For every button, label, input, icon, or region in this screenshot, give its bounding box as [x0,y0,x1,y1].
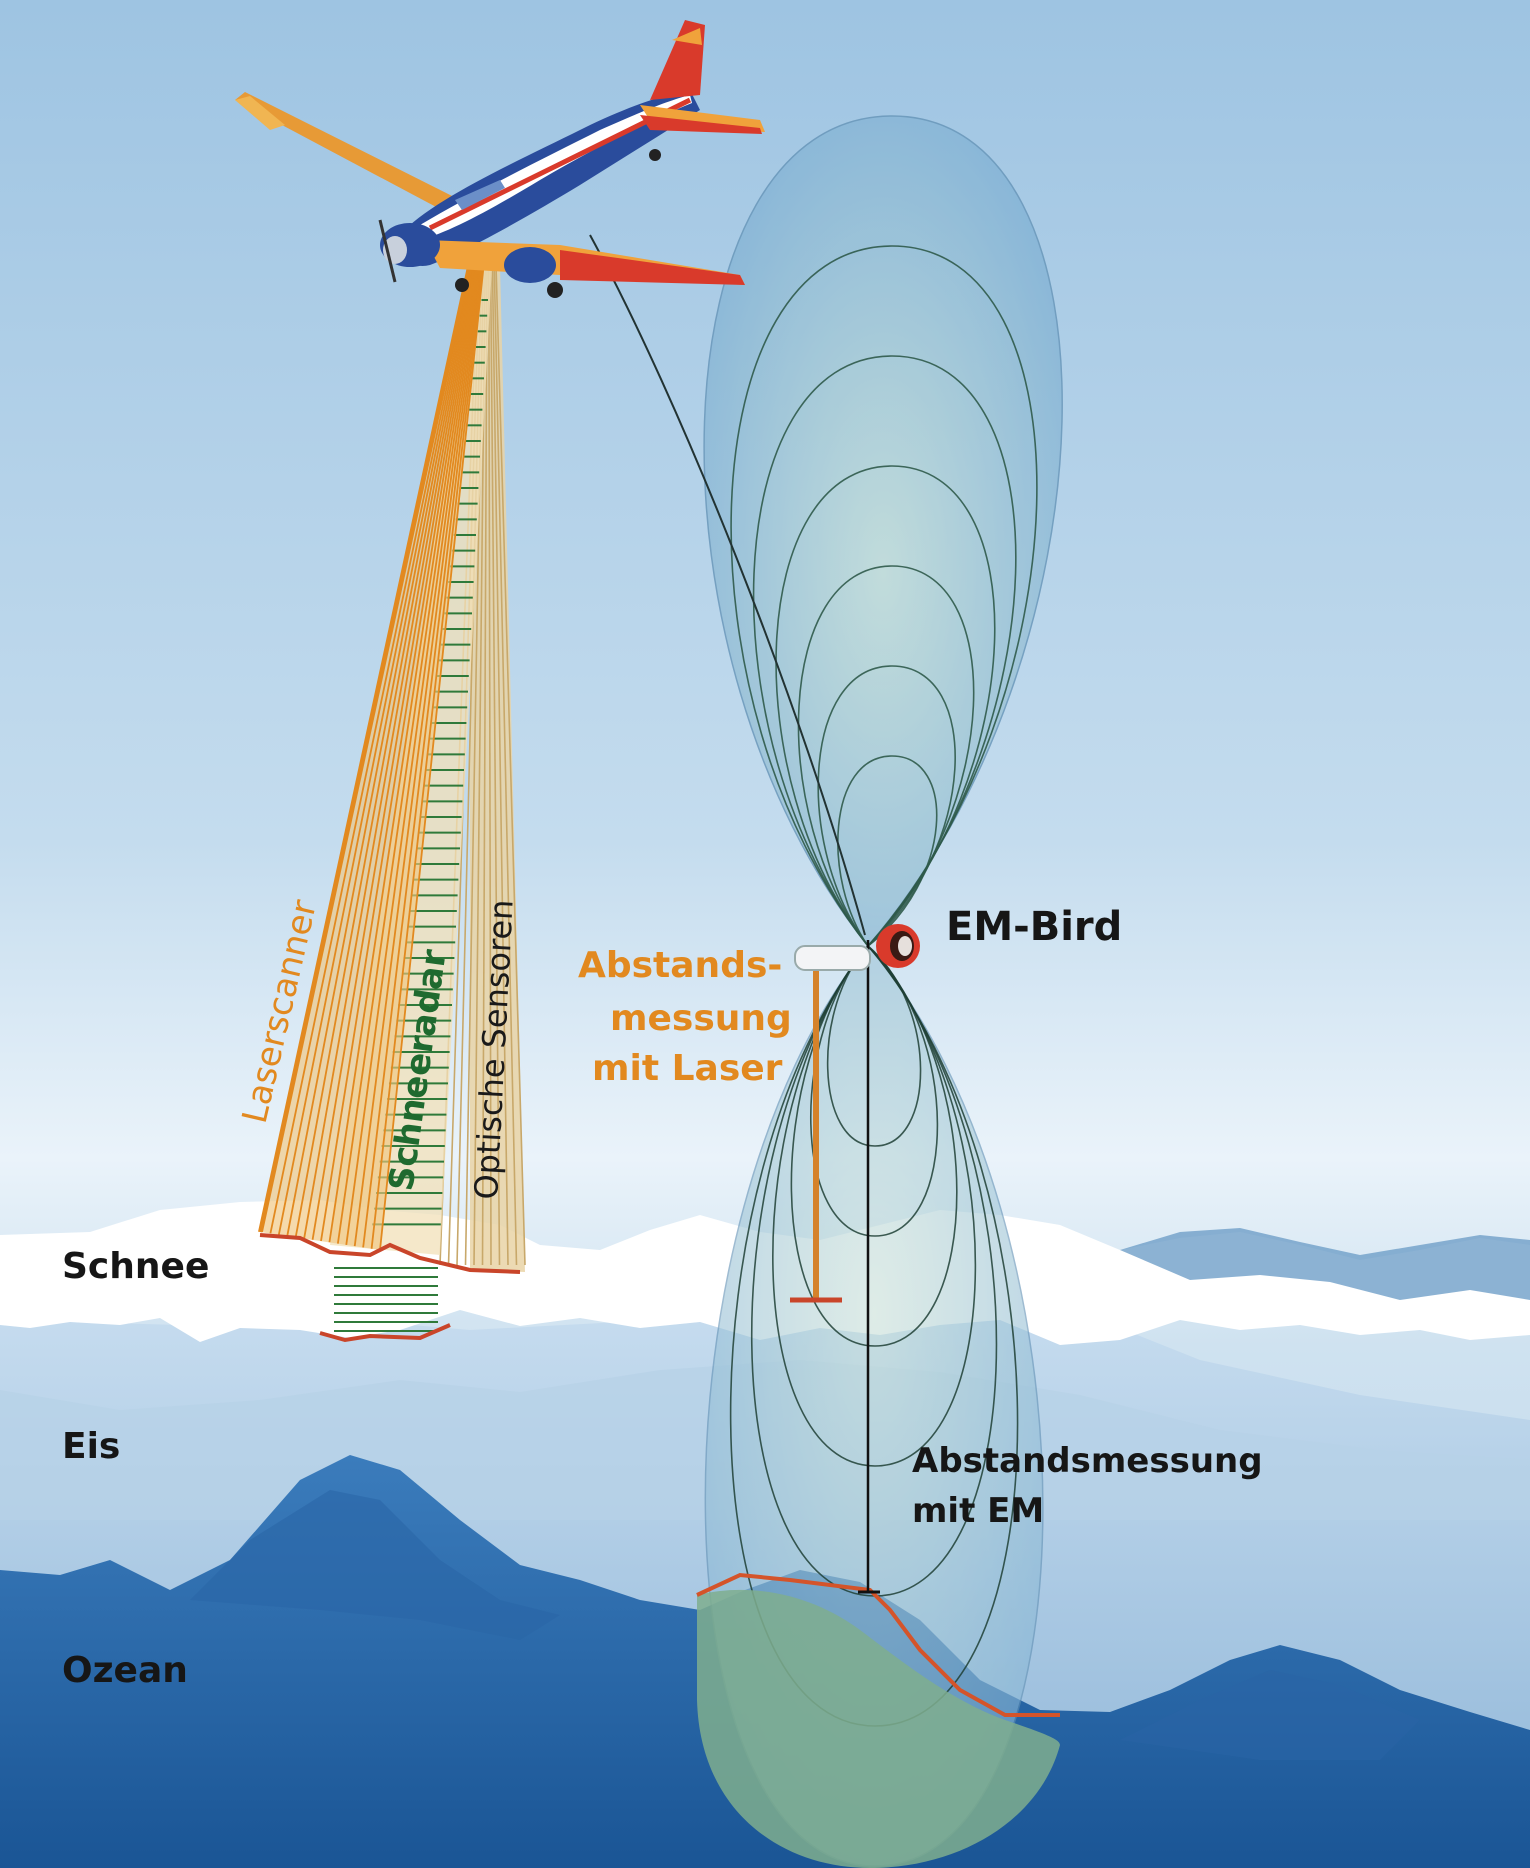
label-schnee: Schnee [62,1246,209,1287]
optical-sensor-line [481,264,488,1266]
tow-cable [589,234,866,936]
label-abstandsmessung-laser-1: Abstands- [578,945,782,986]
laser-fan-line [303,261,478,1239]
laser-fan-line [294,261,477,1238]
em-field-line-upper [817,665,956,948]
em-field-line-upper [775,465,996,948]
em-field-line-upper [797,565,975,948]
ice-surface-profile [319,1323,451,1343]
em-field-line-lower [826,944,922,1147]
label-ozean: Ozean [62,1650,188,1691]
label-abstandsmessung-em-1: Abstandsmessung [912,1441,1263,1481]
label-abstandsmessung-em-2: mit EM [912,1491,1044,1531]
em-bird-sensor-icon [794,924,920,971]
label-abstandsmessung-laser-2: messung [610,998,792,1039]
label-abstandsmessung-laser-3: mit Laser [592,1048,783,1089]
laser-fan-line [336,261,481,1244]
optical-sensor-line [487,264,492,1266]
laser-fan-line [353,261,483,1247]
optical-sensor-line [489,264,501,1266]
laser-fan-line [362,261,484,1248]
optical-sensor-line [495,264,526,1266]
em-field-line-lower [772,944,977,1467]
laser-fan-line [269,261,474,1234]
ice-bottom-profile [696,1572,1060,1717]
laser-fan-line [311,261,479,1240]
optical-sensor-line [491,264,509,1266]
laser-fan-line [379,261,485,1251]
snow-radar-penetration [334,1267,438,1332]
em-field-line-lower [790,944,958,1347]
snow-distant-ridge [1120,1228,1530,1300]
airplane-icon [235,20,765,298]
ocean-keel-shade-right [1120,1670,1420,1760]
snow-surface-profile [259,1233,521,1274]
em-field-line-upper [752,355,1017,948]
em-field-line-upper [703,115,1063,948]
laser-fan-line [277,261,475,1235]
em-field-ocean-lobe [697,1589,1060,1868]
laser-fan-line [370,261,485,1249]
laser-fan-line [328,261,480,1243]
optical-sensor-line [473,264,486,1266]
laser-scanner-beam [258,260,485,1251]
optical-sensor-beam [439,264,526,1272]
label-em-bird: EM-Bird [946,904,1122,950]
em-field-line-upper [837,755,938,948]
label-eis: Eis [62,1426,120,1467]
laser-fan-line [345,261,482,1245]
laser-fan-line [320,261,479,1242]
ocean-keel-shade [190,1490,560,1640]
laser-distance-gauge [790,958,842,1303]
laser-fan-line [286,261,476,1237]
em-field-line-upper [730,245,1038,948]
optical-sensor-line [493,264,518,1266]
